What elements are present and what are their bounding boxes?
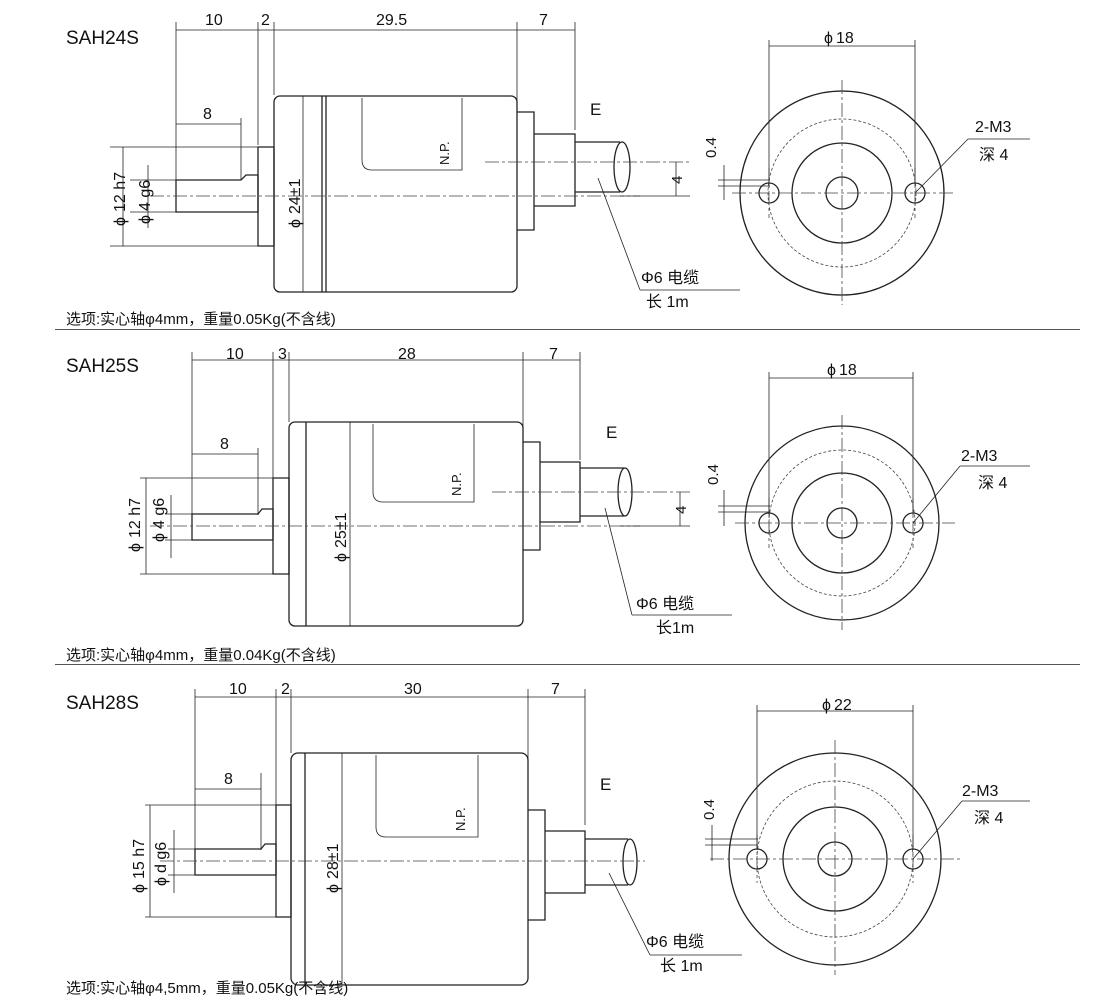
phi-symbol: ϕ xyxy=(137,215,154,224)
panel-sah28s: SAH28S 10 2 30 7 8 N.P. xyxy=(0,665,1100,1000)
phi-symbol: ϕ xyxy=(131,884,148,893)
dim-body-dia: 24±1 xyxy=(287,178,304,214)
dim-flange-length: 2 xyxy=(261,12,270,29)
phi-symbol: ϕ xyxy=(127,543,144,552)
cable-mark: E xyxy=(590,100,601,119)
encoder-front-view: ϕ 22 0.4 2-M3 深 4 xyxy=(701,697,1030,975)
cable-callout: Φ6 电缆 长 1m xyxy=(597,177,740,311)
encoder-side-view: N.P. 4 E xyxy=(150,95,690,293)
dim-flat-length: 8 xyxy=(224,771,233,788)
phi-symbol: ϕ xyxy=(151,533,168,542)
cable-mark: E xyxy=(606,423,617,442)
dim-body-dia: 25±1 xyxy=(333,512,350,548)
dim-shaft-length: 10 xyxy=(205,12,223,29)
model-name: SAH28S xyxy=(66,693,139,714)
hole-spec: 2-M3 xyxy=(962,783,999,800)
model-name: SAH24S xyxy=(66,28,139,49)
dim-shaft-length: 10 xyxy=(229,681,247,698)
dim-body-length: 30 xyxy=(404,681,422,698)
cable-length: 长 1m xyxy=(660,957,703,975)
encoder-drawing: 10 2 29.5 7 8 N.P. 4 E xyxy=(110,12,1030,311)
phi-symbol: ϕ xyxy=(153,877,170,886)
hole-depth: 深 4 xyxy=(974,809,1003,827)
cable-callout: Φ6 电缆 长1m xyxy=(604,507,732,637)
section-divider xyxy=(55,664,1080,665)
dim-flange-length: 3 xyxy=(278,346,287,363)
hole-spec: 2-M3 xyxy=(961,448,998,465)
dim-pcd: 22 xyxy=(834,697,852,714)
panel-sah24s: SAH24S 10 2 29.5 7 8 N.P. xyxy=(0,0,1100,330)
hole-depth: 深 4 xyxy=(979,146,1008,164)
length-dimensions: 10 3 28 7 8 xyxy=(191,346,581,515)
length-dimensions: 10 2 30 7 8 xyxy=(194,681,586,850)
encoder-front-view: ϕ 18 0.4 2-M3 深 4 xyxy=(703,30,1030,305)
cable-spec: Φ6 电缆 xyxy=(646,933,704,951)
phi-symbol: ϕ xyxy=(325,884,342,893)
dim-flat-length: 8 xyxy=(220,436,229,453)
diameter-dimensions: ϕ 12 h7 ϕ 4 g6 ϕ 25±1 xyxy=(127,422,351,626)
dim-shaft-dia: 4 g6 xyxy=(137,180,154,211)
option-note: 选项:实心轴φ4,5mm，重量0.05Kg(不含线) xyxy=(66,980,349,997)
dim-cable-offset: 4 xyxy=(673,506,690,514)
dim-hole-offset: 0.4 xyxy=(705,464,722,485)
dim-shaft-dia: d g6 xyxy=(153,842,170,873)
dim-hole-offset: 0.4 xyxy=(703,137,720,158)
phi-symbol: ϕ xyxy=(822,697,831,714)
cable-spec: Φ6 电缆 xyxy=(641,269,699,287)
model-name: SAH25S xyxy=(66,356,139,377)
dim-body-length: 28 xyxy=(398,346,416,363)
dim-flat-length: 8 xyxy=(203,106,212,123)
dim-gland-length: 7 xyxy=(539,12,548,29)
encoder-front-view: ϕ 18 0.4 2-M3 深 4 xyxy=(705,362,1030,630)
dim-gland-length: 7 xyxy=(549,346,558,363)
cable-length: 长 1m xyxy=(646,293,689,311)
hole-depth: 深 4 xyxy=(978,474,1007,492)
cable-callout: Φ6 电缆 长 1m xyxy=(608,872,742,975)
length-dimensions: 10 2 29.5 7 8 xyxy=(175,12,576,180)
option-note: 选项:实心轴φ4mm，重量0.04Kg(不含线) xyxy=(66,647,336,664)
panel-sah25s: SAH25S 10 3 28 7 8 N.P. xyxy=(0,330,1100,665)
diameter-dimensions: ϕ 12 h7 ϕ 4 g6 ϕ 24±1 xyxy=(110,96,304,292)
hole-spec: 2-M3 xyxy=(975,119,1012,136)
dim-pcd: 18 xyxy=(839,362,857,379)
dim-flange-length: 2 xyxy=(281,681,290,698)
np-label: N.P. xyxy=(437,141,452,165)
dim-gland-length: 7 xyxy=(551,681,560,698)
np-label: N.P. xyxy=(449,472,464,496)
cable-length: 长1m xyxy=(656,619,694,637)
np-label: N.P. xyxy=(453,807,468,831)
encoder-drawing: 10 2 30 7 8 N.P. E xyxy=(131,681,1030,986)
diameter-dimensions: ϕ 15 h7 ϕ d g6 ϕ 28±1 xyxy=(131,753,343,985)
dim-cable-offset: 4 xyxy=(669,176,686,184)
phi-symbol: ϕ xyxy=(824,30,833,47)
phi-symbol: ϕ xyxy=(827,362,836,379)
cable-spec: Φ6 电缆 xyxy=(636,595,694,613)
option-note: 选项:实心轴φ4mm，重量0.05Kg(不含线) xyxy=(66,311,336,328)
dim-hole-offset: 0.4 xyxy=(701,799,718,820)
dim-spigot-dia: 12 h7 xyxy=(127,498,144,538)
dim-shaft-length: 10 xyxy=(226,346,244,363)
dim-pcd: 18 xyxy=(836,30,854,47)
phi-symbol: ϕ xyxy=(112,217,129,226)
cable-mark: E xyxy=(600,775,611,794)
encoder-drawing: 10 3 28 7 8 N.P. 4 E xyxy=(127,346,1030,637)
phi-symbol: ϕ xyxy=(287,219,304,228)
phi-symbol: ϕ xyxy=(333,553,350,562)
dim-body-length: 29.5 xyxy=(376,12,407,29)
dim-body-dia: 28±1 xyxy=(325,843,342,879)
section-divider xyxy=(55,329,1080,330)
dim-shaft-dia: 4 g6 xyxy=(151,498,168,529)
dim-spigot-dia: 12 h7 xyxy=(112,172,129,212)
dim-spigot-dia: 15 h7 xyxy=(131,839,148,879)
